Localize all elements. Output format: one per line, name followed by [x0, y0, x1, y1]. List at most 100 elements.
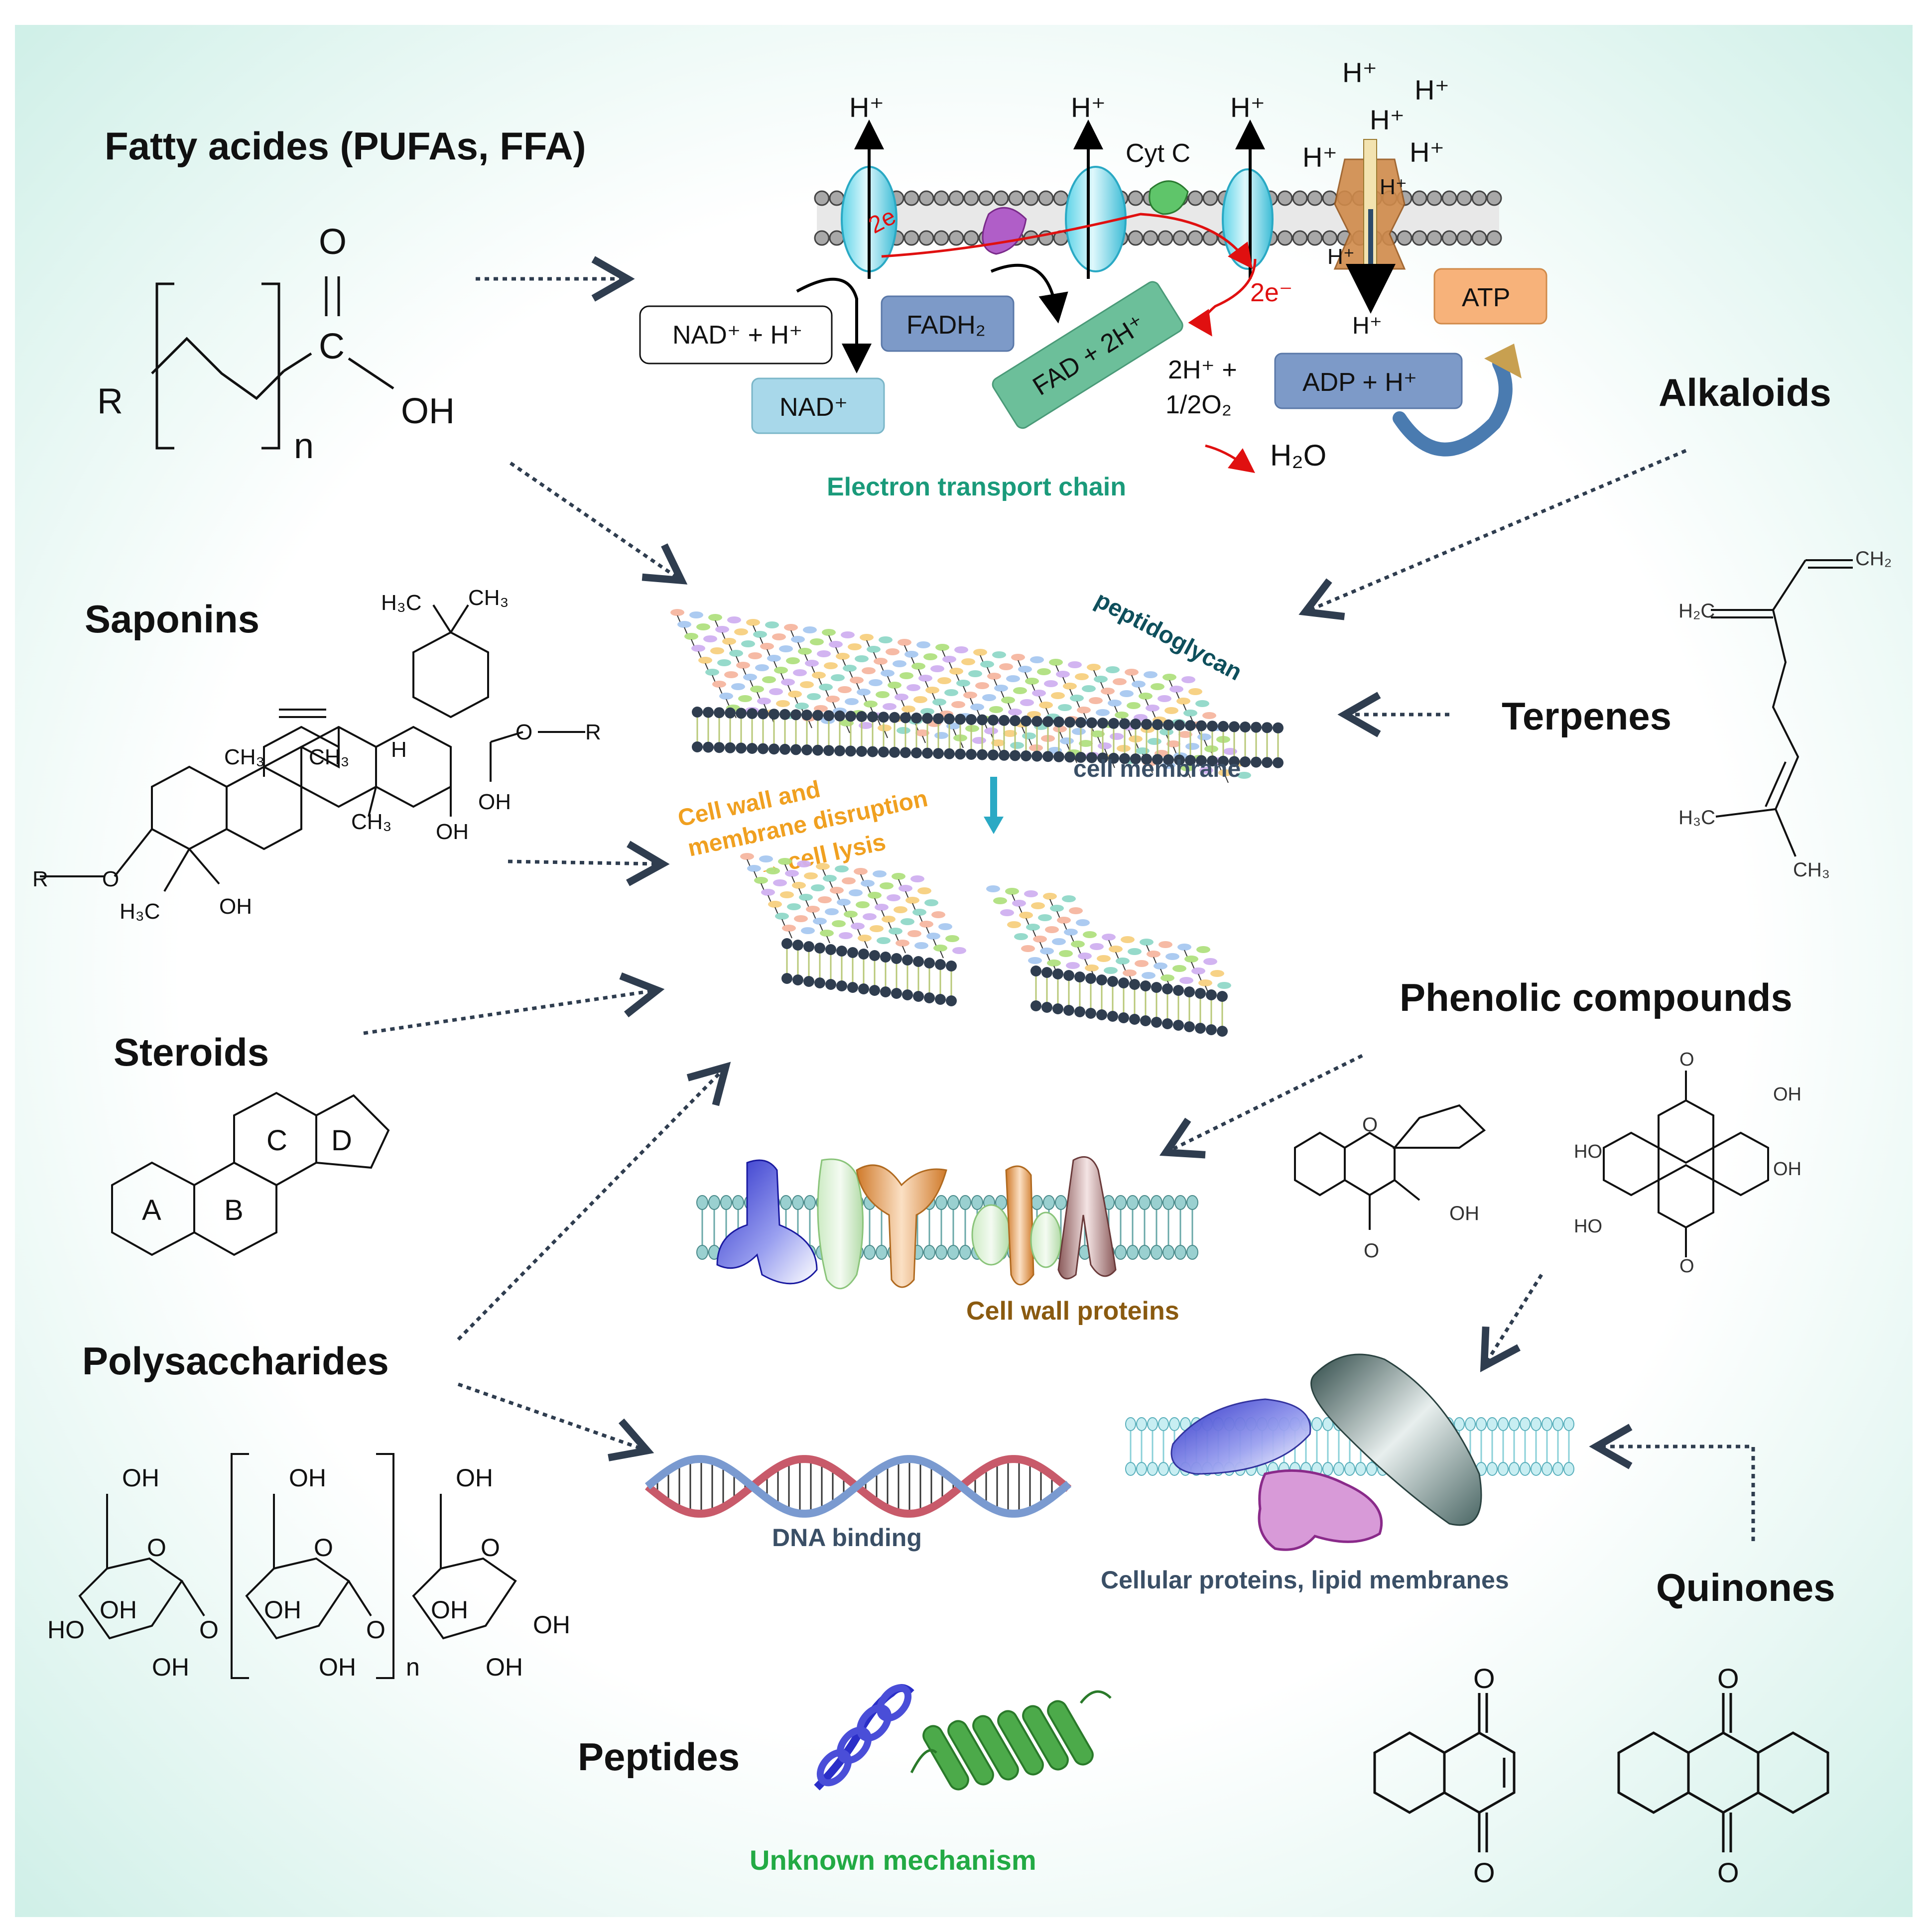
peptidoglycan-link [715, 620, 719, 628]
peptidoglycan-unit [907, 930, 921, 937]
peptidoglycan-link [743, 668, 747, 676]
peptidoglycan-unit [1144, 671, 1157, 678]
unknown-mechanism-label: Unknown mechanism [750, 1844, 1036, 1876]
peptidoglycan-link [1083, 713, 1087, 721]
peptidoglycan-link [818, 678, 822, 686]
peptidoglycan-unit [1184, 956, 1198, 963]
peptidoglycan-unit [750, 686, 764, 693]
cell-membrane-label: cell membrane [1073, 756, 1241, 782]
lipid-head [1206, 1024, 1217, 1035]
peptidoglycan-unit [1132, 681, 1146, 688]
peptidoglycan-unit [822, 629, 836, 636]
peptidoglycan-unit [904, 651, 918, 658]
lipid-head [836, 946, 847, 957]
peptidoglycan-unit [1000, 909, 1014, 916]
lipid-head [1151, 1017, 1162, 1028]
lipid-head [1163, 719, 1174, 730]
lipid-head [1147, 1417, 1158, 1431]
lipid-head [779, 743, 790, 755]
lipid-head [1322, 1462, 1333, 1476]
lipid-head [1173, 985, 1184, 996]
lipid-head [829, 230, 845, 246]
peptidoglycan-unit [883, 703, 897, 710]
peptidoglycan-unit [934, 732, 948, 739]
cyt-c-label: Cyt C [1126, 139, 1190, 168]
lipid-head [708, 1195, 720, 1210]
peptidoglycan-unit [918, 675, 932, 682]
peptidoglycan-unit [788, 691, 802, 698]
lipid-head [858, 949, 869, 960]
peptidoglycan-unit [1159, 728, 1173, 735]
hplus-5: H⁺ [1414, 74, 1449, 106]
peptidoglycan-link [1169, 680, 1173, 688]
peptidoglycan-unit [734, 628, 748, 635]
peptidoglycan-link [1056, 911, 1060, 919]
lipid-head [1053, 716, 1064, 727]
peptidoglycan-unit [857, 689, 871, 696]
peptidoglycan-unit [782, 925, 796, 932]
peptidoglycan-unit [748, 652, 762, 659]
peptidoglycan-link [919, 915, 923, 923]
peptidoglycan-unit [1007, 921, 1021, 928]
peptidoglycan-unit [1121, 936, 1135, 943]
hplus-8: H⁺ [1410, 136, 1444, 168]
peptidoglycan-link [1046, 954, 1050, 962]
peptidoglycan-unit [741, 640, 755, 647]
lipid-head [891, 988, 902, 999]
peptidoglycan-unit [1172, 965, 1186, 972]
peptidoglycan-unit [913, 696, 927, 703]
saponin-h3c-top: H₃C [381, 591, 421, 615]
peptidoglycan-unit [774, 667, 788, 674]
lipid-head [988, 715, 999, 726]
peptidoglycan-unit [935, 644, 949, 651]
peptidoglycan-unit [740, 853, 754, 860]
peptidoglycan-unit [892, 873, 905, 880]
lipid-head [1129, 1014, 1140, 1025]
peptidoglycan-link [705, 663, 709, 671]
peptidoglycan-unit [798, 648, 812, 655]
peptidoglycan-unit [880, 882, 894, 889]
class-label-terpenes: Terpenes [1502, 694, 1671, 738]
class-label-fatty-acids: Fatty acides (PUFAs, FFA) [105, 124, 586, 168]
lipid-head [1344, 1462, 1355, 1476]
flavonol-structure [1294, 1104, 1486, 1230]
lipid-head [1097, 752, 1108, 764]
lipid-head [933, 190, 949, 206]
peptidoglycan-link [757, 692, 761, 700]
peptidoglycan-unit [1006, 675, 1020, 682]
lipid-head [1173, 1020, 1184, 1031]
lipid-head [1307, 190, 1323, 206]
peptidoglycan-link [1012, 894, 1016, 902]
lipid-head [696, 1195, 708, 1210]
saponin-o-left: O [102, 867, 119, 891]
peptidoglycan-link [895, 934, 899, 942]
peptidoglycan-unit [1072, 728, 1086, 735]
lipid-head [814, 230, 830, 246]
lipid-head [1196, 755, 1207, 766]
lipid-head [1042, 716, 1053, 727]
peptidoglycan-link [1019, 906, 1023, 914]
lipid-head [1158, 1462, 1169, 1476]
peptidoglycan-unit [1020, 699, 1034, 706]
ellagic-o-top: O [1679, 1049, 1694, 1070]
fad-box [992, 281, 1183, 429]
sugar-oh-1: OH [122, 1464, 159, 1492]
lipid-head [1010, 715, 1021, 726]
lipid-head [1140, 980, 1151, 991]
sugar-o-3: O [481, 1534, 500, 1562]
class-label-phenolic-compounds: Phenolic compounds [1400, 975, 1793, 1019]
peptidoglycan-link [829, 881, 833, 889]
lipid-head [845, 745, 856, 757]
peptidoglycan-unit [1012, 900, 1026, 907]
lipid-head [1125, 1417, 1136, 1431]
lipid-head [963, 230, 979, 246]
lipid-head [1169, 1417, 1180, 1431]
peptidoglycan-unit [986, 885, 1000, 892]
lipid-head [1163, 754, 1174, 765]
peptidoglycan-unit [994, 685, 1008, 692]
peptidoglycan-unit [1064, 929, 1078, 936]
peptidoglycan-link [1062, 677, 1066, 685]
lipid-head [1031, 1195, 1043, 1210]
peptidoglycan-unit [837, 899, 851, 906]
lipid-head [869, 950, 880, 961]
